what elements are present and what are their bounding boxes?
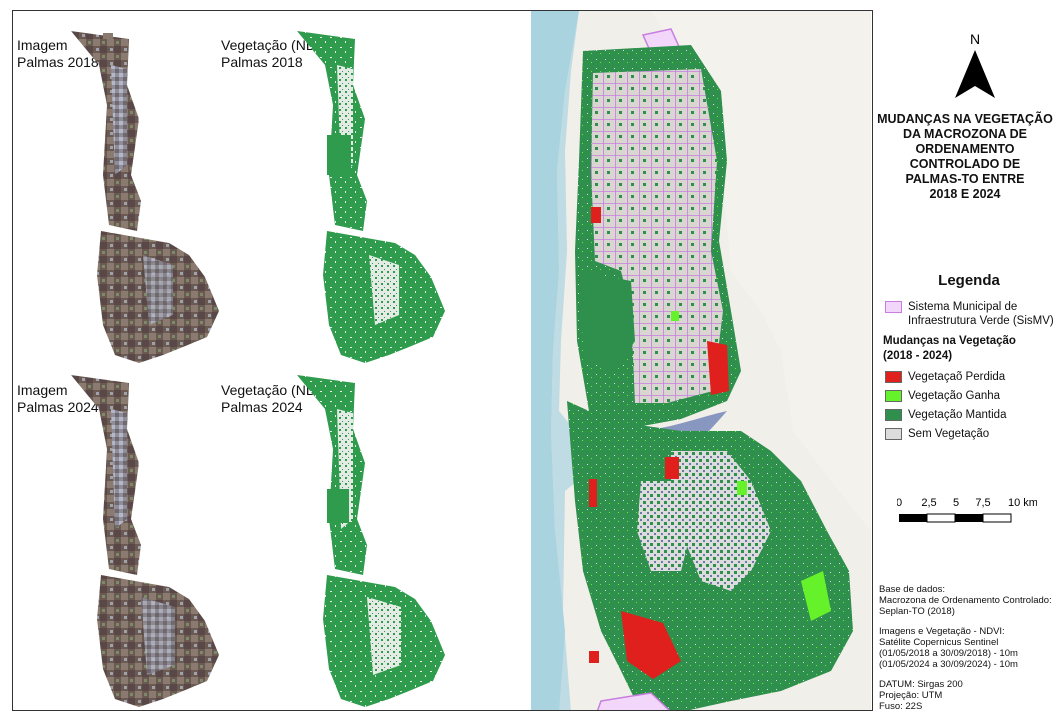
- image-2024-map: [71, 375, 219, 707]
- lost-swatch: [885, 371, 902, 383]
- scale-bar: 0 2,5 5 7,5 10 km: [897, 497, 1037, 523]
- none-swatch: [885, 428, 902, 440]
- legend-title: Legenda: [938, 272, 1000, 289]
- north-label: N: [970, 31, 980, 47]
- small-maps: [71, 31, 445, 707]
- legend-panel: N MUDANÇAS NA VEGETAÇÃO DA MACROZONA DE …: [872, 10, 1064, 712]
- main-change-map: [531, 11, 871, 710]
- scale-tick-4: 10 km: [1008, 497, 1037, 509]
- data-source-notes: Base de dados: Macrozona de Ordenamento …: [879, 584, 1052, 712]
- scale-tick-2: 5: [953, 497, 959, 509]
- image-2018-map: [71, 31, 219, 363]
- scale-tick-1: 2,5: [921, 497, 936, 509]
- scale-tick-3: 7,5: [975, 497, 990, 509]
- ndvi-2024-map: [297, 375, 445, 707]
- sismv-swatch: [885, 301, 902, 313]
- legend-subtitle: Mudanças na Vegetação (2018 - 2024): [883, 335, 1016, 362]
- label-ndvi-2024: Vegetação (NDVI) Palmas 2024: [221, 382, 334, 415]
- legend-item-sismv: Sistema Municipal de Infraestrutura Verd…: [885, 300, 1054, 328]
- scale-tick-0: 0: [897, 497, 902, 509]
- kept-swatch: [885, 409, 902, 421]
- map-title: MUDANÇAS NA VEGETAÇÃO DA MACROZONA DE OR…: [877, 112, 1053, 201]
- legend-item-lost: Vegetaçaõ Perdida: [885, 370, 1005, 384]
- ndvi-2018-map: [297, 31, 445, 363]
- legend-item-gained: Vegetação Ganha: [885, 389, 1000, 403]
- label-image-2024: Imagem Palmas 2024: [17, 382, 99, 415]
- legend-item-kept: Vegetação Mantida: [885, 408, 1006, 422]
- legend-item-none: Sem Vegetação: [885, 427, 989, 441]
- label-image-2018: Imagem Palmas 2018: [17, 37, 99, 70]
- gained-swatch: [885, 390, 902, 402]
- north-arrow-icon: N: [955, 31, 995, 98]
